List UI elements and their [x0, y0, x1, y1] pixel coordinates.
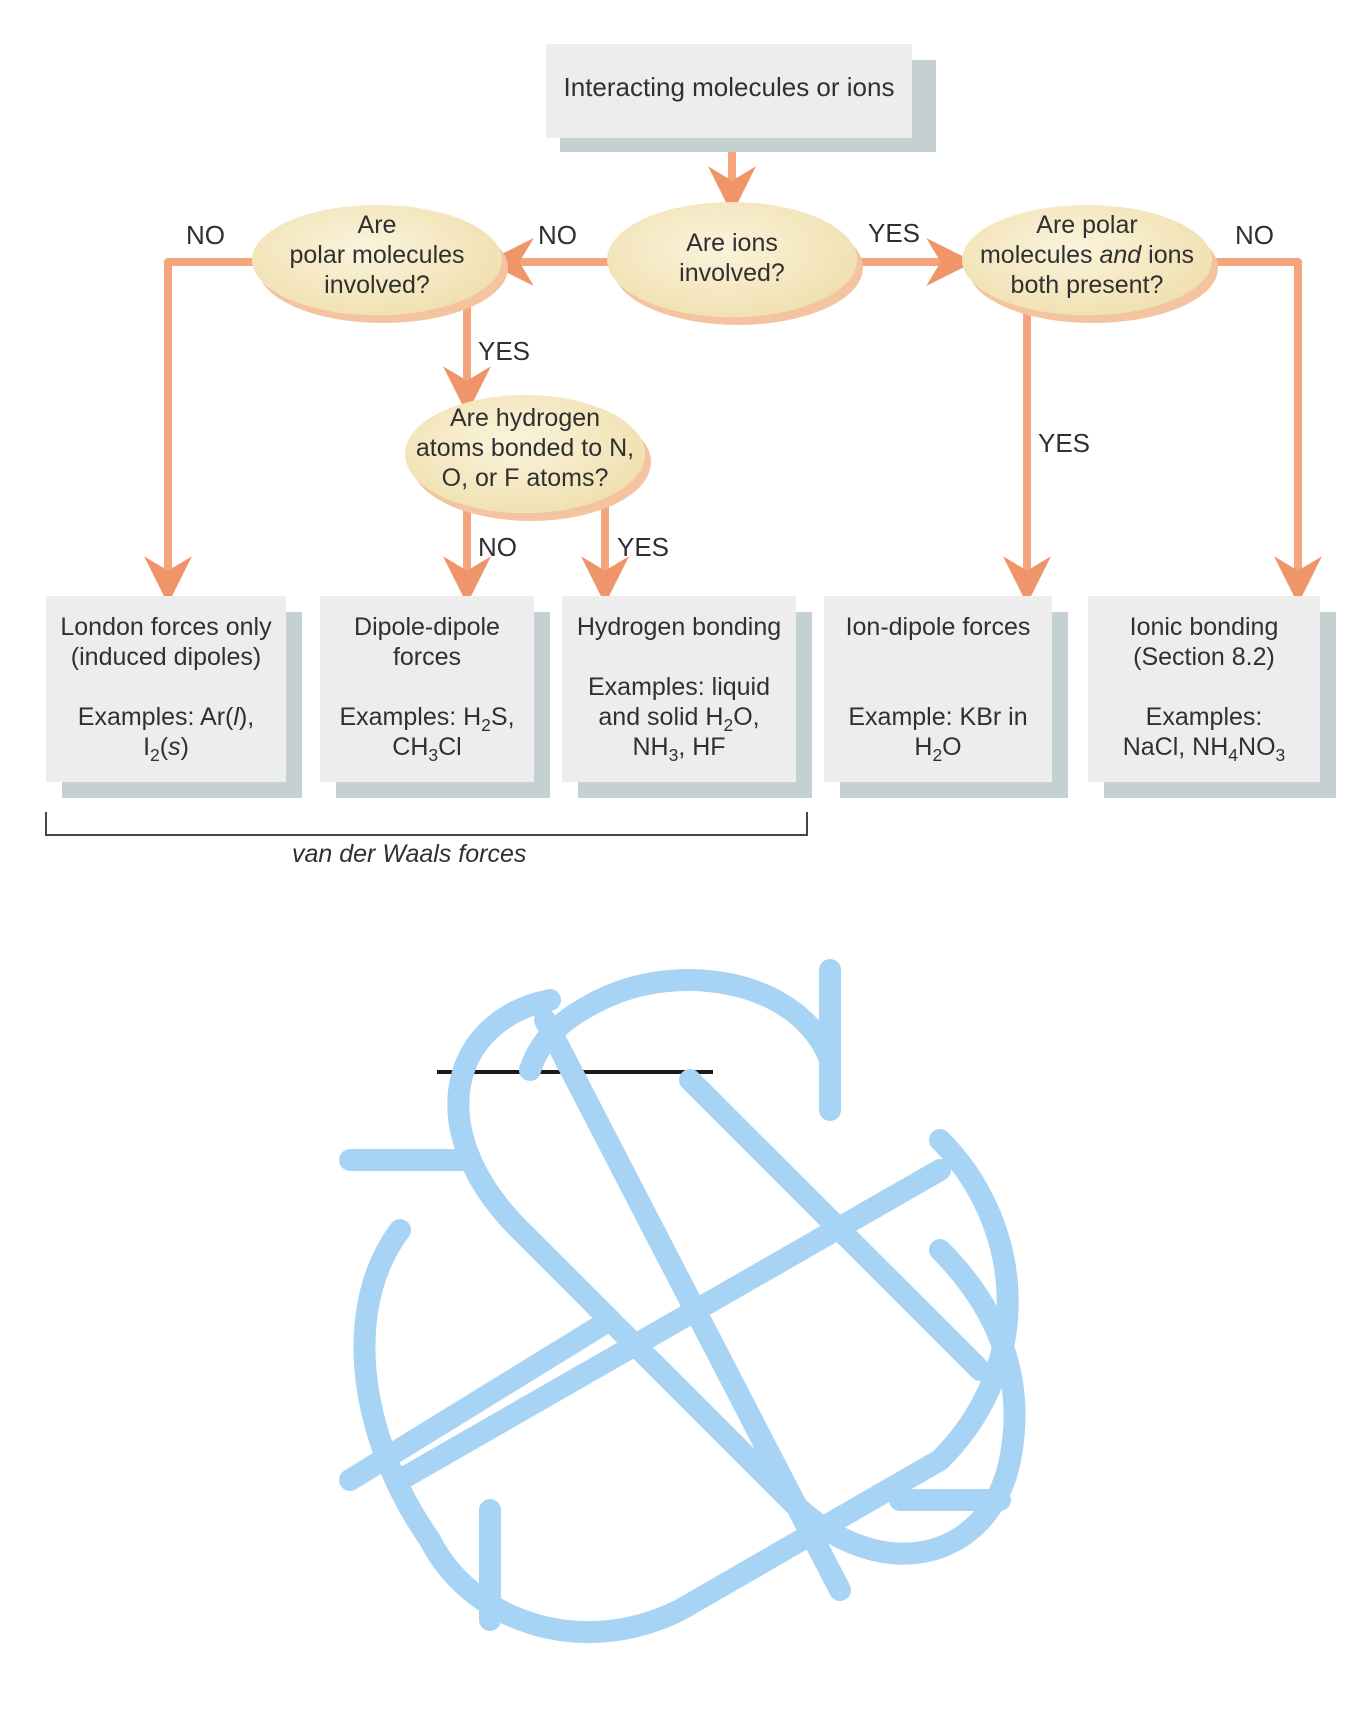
blank-answer-line [437, 1070, 713, 1074]
ion-dipole-ex2-a: H [914, 733, 933, 761]
london-ex2-c: ) [180, 733, 189, 761]
hydrogen-ex3-a: NH [632, 733, 669, 761]
dipole-ex2-b: Cl [438, 733, 462, 761]
label-ions-yes: YES [868, 218, 921, 248]
decision-polar-line-1: Are [357, 211, 397, 239]
decision-ions-involved [607, 202, 857, 317]
decision-polar-and-ions [962, 205, 1212, 315]
van-der-waals-label: van der Waals forces [292, 840, 527, 868]
start-box: Interacting molecules or ions [546, 44, 912, 138]
ion-dipole-ex2-sub: 2 [932, 745, 943, 766]
ionic-ex2-sub2: 3 [1275, 745, 1286, 766]
dipole-line-2: forces [392, 643, 462, 671]
ionic-example-2: NaCl, NH4NO3 [1088, 732, 1320, 766]
label-both-yes: YES [1038, 428, 1091, 458]
dipole-line-1: Dipole-dipole [354, 613, 500, 641]
decision-hydrogen-line-3: O, or F atoms? [441, 464, 609, 492]
decision-polar-and-ions-text: Are polar molecules and ions both presen… [955, 210, 1219, 300]
ionic-example-1: Examples: [1145, 703, 1263, 731]
decision-polar-line-3: involved? [324, 271, 430, 299]
label-both-no: NO [1235, 220, 1274, 250]
london-ex2-em: s [168, 733, 181, 761]
label-ions-no: NO [538, 220, 577, 250]
outcome-dipole-dipole: Dipole-dipole forces Examples: H2S, CH3C… [320, 596, 534, 782]
decision-polar-molecules-text: Are polar molecules involved? [252, 210, 502, 300]
hydrogen-example-1: Examples: liquid [587, 673, 771, 701]
london-ex1-pre: Examples: Ar( [77, 703, 234, 731]
dipole-ex2-sub: 3 [428, 745, 439, 766]
decision-ions-line-1: Are ions [686, 229, 778, 257]
london-example-2: I2(s) [46, 732, 286, 766]
ion-dipole-line-1: Ion-dipole forces [845, 613, 1031, 641]
start-box-text: Interacting molecules or ions [563, 72, 895, 102]
decision-both-line-2: molecules and ions [955, 240, 1219, 270]
hydrogen-example-3: NH3, HF [562, 732, 796, 766]
decision-polar-molecules [252, 205, 502, 315]
outcome-ionic: Ionic bonding (Section 8.2) Examples: Na… [1088, 596, 1320, 782]
ion-dipole-ex2-b: O [942, 733, 962, 761]
decision-ions-line-2: involved? [679, 259, 785, 287]
decision-both-line-2-post: ions [1141, 241, 1195, 269]
dipole-ex1-b: S, [490, 703, 515, 731]
ion-dipole-example-2: H2O [824, 732, 1052, 766]
label-polar-yes: YES [478, 336, 531, 366]
label-hydrogen-no: NO [478, 532, 517, 562]
london-example-1: Examples: Ar(l), [46, 702, 286, 732]
arrow-polar-no [144, 258, 255, 605]
ionic-line-2: (Section 8.2) [1133, 643, 1275, 671]
hydrogen-ex3-sub: 3 [668, 745, 679, 766]
ionic-ex2-a: NaCl, NH [1122, 733, 1229, 761]
ion-dipole-example-1: Example: KBr in [848, 703, 1028, 731]
hydrogen-ex2-sub: 2 [723, 715, 734, 736]
outcome-hydrogen-bonding: Hydrogen bonding Examples: liquid and so… [562, 596, 796, 782]
decision-hydrogen-bonded-text: Are hydrogen atoms bonded to N, O, or F … [398, 403, 652, 493]
outcome-london: London forces only (induced dipoles) Exa… [46, 596, 286, 782]
decision-polar-line-2: polar molecules [289, 241, 465, 269]
hydrogen-ex3-b: , HF [678, 733, 726, 761]
decision-both-line-3: both present? [1010, 271, 1164, 299]
decision-hydrogen-line-1: Are hydrogen [449, 404, 601, 432]
hydrogen-example-2: and solid H2O, [562, 702, 796, 736]
dipole-example-2: CH3Cl [320, 732, 534, 766]
dipole-ex1-a: Examples: H [339, 703, 482, 731]
london-ex1-em: l [233, 703, 239, 731]
ionic-line-1: Ionic bonding [1129, 613, 1279, 641]
decision-both-line-2-pre: molecules [979, 241, 1100, 269]
decision-ions-involved-text: Are ions involved? [607, 228, 857, 288]
van-der-waals-bracket [45, 812, 808, 836]
decision-both-line-1: Are polar [1036, 211, 1138, 239]
london-line-1: London forces only [60, 613, 272, 641]
label-polar-no: NO [186, 220, 225, 250]
dipole-ex2-a: CH [392, 733, 429, 761]
ionic-ex2-sub1: 4 [1228, 745, 1239, 766]
decision-hydrogen-line-2: atoms bonded to N, [415, 434, 635, 462]
london-line-2: (induced dipoles) [70, 643, 262, 671]
hydrogen-ex2-b: O, [733, 703, 760, 731]
label-hydrogen-yes: YES [617, 532, 670, 562]
decision-both-line-2-em: and [1099, 241, 1142, 269]
decision-hydrogen-bonded [405, 395, 645, 513]
ionic-ex2-b: NO [1238, 733, 1276, 761]
dipole-ex1-sub: 2 [481, 715, 491, 736]
hydrogen-ex2-a: and solid H [598, 703, 724, 731]
outcome-ion-dipole: Ion-dipole forces Example: KBr in H2O [824, 596, 1052, 782]
london-ex2-a: I [143, 733, 151, 761]
arrow-both-no [1205, 258, 1322, 605]
london-ex1-post: ), [238, 703, 255, 731]
london-ex2-b: ( [159, 733, 169, 761]
dipole-example-1: Examples: H2S, [320, 702, 534, 736]
hydrogen-line-1: Hydrogen bonding [576, 613, 782, 641]
london-ex2-sub: 2 [150, 745, 160, 766]
